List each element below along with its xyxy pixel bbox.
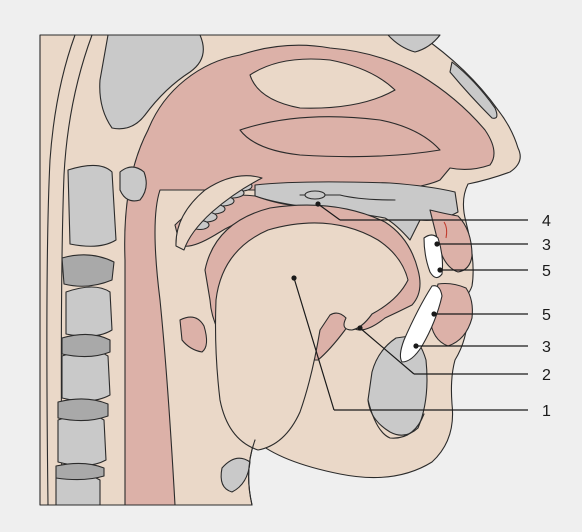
leader-dot-3-upper [434, 241, 439, 246]
label-1: 1 [542, 403, 551, 420]
label-4: 4 [542, 213, 551, 230]
leader-dot-3-lower [413, 343, 418, 348]
leader-dot-1 [291, 275, 296, 280]
leader-dot-5-upper [437, 267, 442, 272]
palate-small-bone [305, 191, 325, 199]
label-5-lower: 5 [542, 307, 551, 324]
label-2: 2 [542, 367, 551, 384]
label-numbers: 4 3 5 5 3 2 1 [542, 213, 551, 420]
leader-dot-5-lower [431, 311, 436, 316]
label-3-upper: 3 [542, 237, 551, 254]
leader-dot-4 [315, 201, 320, 206]
atlas-bone [120, 167, 146, 201]
label-5-upper: 5 [542, 263, 551, 280]
leader-dot-2 [357, 325, 362, 330]
label-3-lower: 3 [542, 339, 551, 356]
